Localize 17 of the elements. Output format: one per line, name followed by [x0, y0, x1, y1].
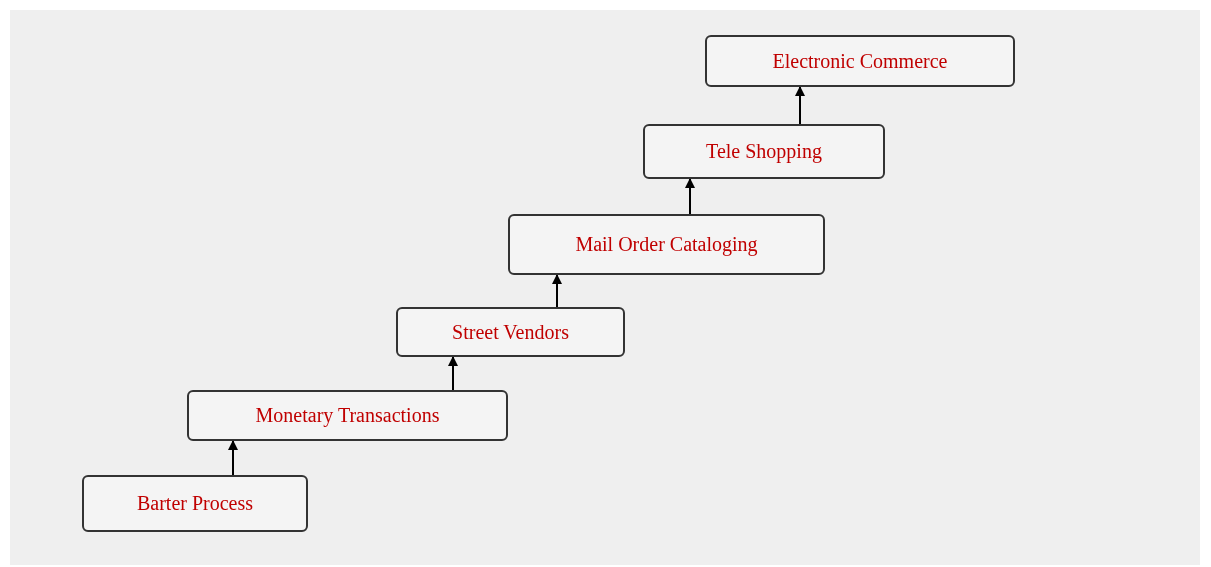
step-label: Monetary Transactions [255, 403, 440, 428]
arrow [228, 440, 238, 476]
step-label: Mail Order Cataloging [575, 232, 758, 257]
process-box [396, 307, 625, 357]
arrow [448, 356, 458, 391]
process-box [643, 124, 885, 179]
process-box [508, 214, 825, 275]
step-label: Tele Shopping [706, 139, 822, 164]
step-label: Electronic Commerce [772, 48, 948, 74]
process-box [187, 390, 508, 441]
arrow [685, 178, 695, 215]
arrow [552, 274, 562, 308]
process-box [705, 35, 1015, 87]
step-label: Barter Process [136, 491, 254, 516]
step-label: Street Vendors [452, 319, 569, 345]
arrow [795, 86, 805, 125]
process-box [82, 475, 308, 532]
